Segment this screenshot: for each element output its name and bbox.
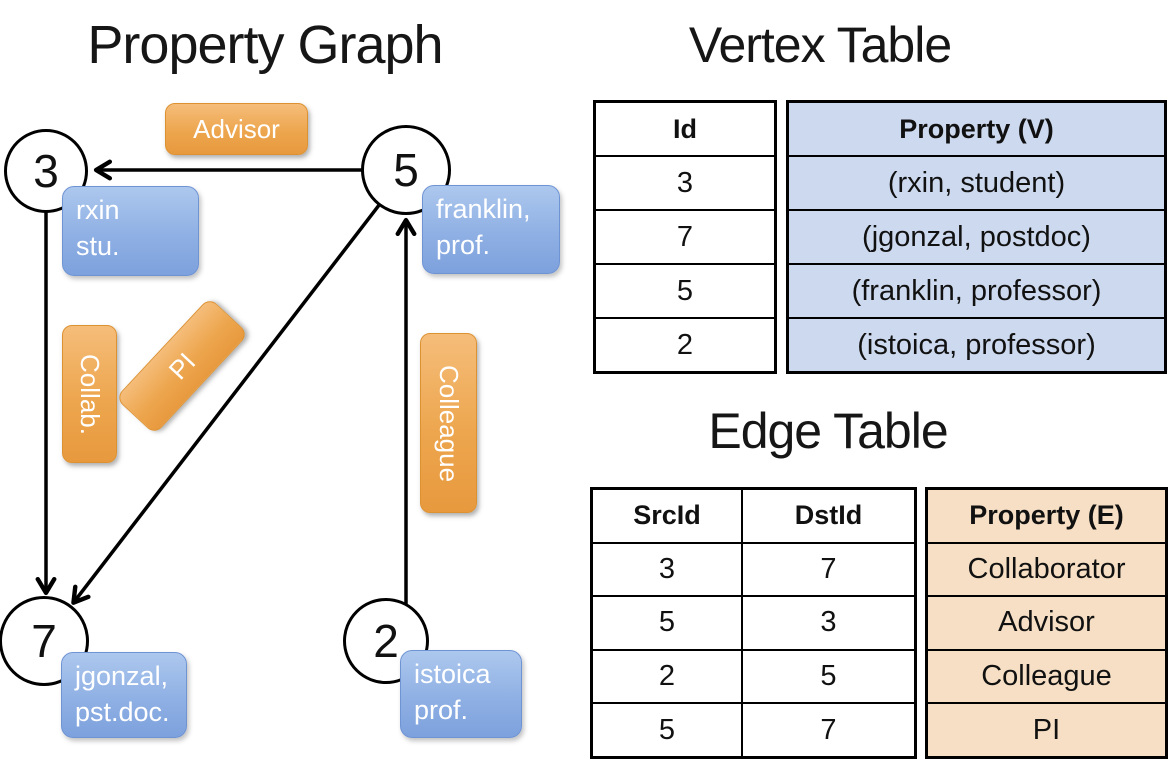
edge-dstid-cell: 3 bbox=[741, 597, 914, 649]
edge-table-property-column: Property (E) Collaborator Advisor Collea… bbox=[925, 487, 1168, 759]
node-property-box-2: istoica prof. bbox=[400, 650, 522, 738]
table-row: (jgonzal, postdoc) bbox=[789, 209, 1164, 263]
edge-property-cell: Collaborator bbox=[928, 543, 1165, 596]
table-row: 7 bbox=[596, 209, 774, 263]
table-row: 3 7 bbox=[593, 541, 914, 596]
edge-property-cell: PI bbox=[928, 704, 1165, 756]
edge-srcid-cell: 3 bbox=[658, 552, 676, 585]
vertex-property-cell: (rxin, student) bbox=[789, 157, 1164, 209]
table-row: 2 bbox=[596, 317, 774, 371]
edge-5-to-7 bbox=[71, 168, 408, 605]
edge-table-title: Edge Table bbox=[708, 403, 948, 459]
edge-dstid-cell: 5 bbox=[741, 650, 914, 703]
edge-label-text: Advisor bbox=[193, 113, 280, 144]
vertex-id-cell: 7 bbox=[676, 220, 694, 253]
property-line: prof. bbox=[436, 229, 491, 260]
edge-property-cell: Colleague bbox=[928, 650, 1165, 703]
vertex-id-cell: 5 bbox=[676, 274, 694, 307]
vertex-table-title: Vertex Table bbox=[688, 17, 952, 73]
edge-srcid-cell: 2 bbox=[658, 660, 676, 693]
edge-table-id-columns: SrcId DstId 3 7 5 3 2 5 5 7 bbox=[590, 487, 917, 759]
edge-srcid-cell: 5 bbox=[658, 713, 676, 746]
table-row: PI bbox=[928, 702, 1165, 756]
edge-label-text: Colleague bbox=[434, 364, 464, 482]
edge-label-colleague: Colleague bbox=[420, 333, 477, 513]
property-graph-title: Property Graph bbox=[87, 15, 443, 75]
node-id: 5 bbox=[393, 144, 419, 196]
node-id: 2 bbox=[373, 615, 399, 667]
table-row: Collaborator bbox=[928, 541, 1165, 596]
table-row: (franklin, professor) bbox=[789, 263, 1164, 317]
edge-dstid-cell: 7 bbox=[741, 704, 914, 756]
node-id: 7 bbox=[31, 615, 57, 667]
property-line: istoica bbox=[414, 659, 491, 689]
edge-label-advisor: Advisor bbox=[165, 103, 308, 155]
column-header-dstid: DstId bbox=[741, 490, 914, 542]
table-row: (istoica, professor) bbox=[789, 317, 1164, 371]
column-header-property-v: Property (V) bbox=[789, 103, 1164, 155]
property-line: pst.doc. bbox=[75, 696, 170, 727]
edge-label-collab: Collab. bbox=[62, 325, 117, 463]
edge-dstid-cell: 7 bbox=[741, 543, 914, 596]
edge-srcid-cell: 5 bbox=[658, 606, 676, 639]
vertex-property-cell: (jgonzal, postdoc) bbox=[789, 211, 1164, 263]
table-row: 5 3 bbox=[593, 595, 914, 649]
property-line: stu. bbox=[76, 230, 120, 261]
property-line: prof. bbox=[414, 694, 469, 725]
property-line: jgonzal, bbox=[75, 661, 169, 691]
vertex-id-cell: 2 bbox=[676, 328, 694, 361]
table-row: Colleague bbox=[928, 648, 1165, 703]
node-property-box-5: franklin, prof. bbox=[422, 185, 560, 274]
table-row: 2 5 bbox=[593, 648, 914, 703]
property-line: franklin, bbox=[436, 194, 531, 224]
vertex-table: Id 3 7 5 2 Property (V) (rxin, student) … bbox=[593, 100, 1167, 374]
column-header-id: Id bbox=[673, 113, 697, 144]
node-property-box-7: jgonzal, pst.doc. bbox=[61, 652, 187, 738]
table-row: 5 bbox=[596, 263, 774, 317]
table-row: 3 bbox=[596, 155, 774, 209]
vertex-property-cell: (istoica, professor) bbox=[789, 319, 1164, 371]
property-line: rxin bbox=[76, 195, 120, 225]
node-id: 3 bbox=[33, 145, 59, 197]
node-property-box-3: rxin stu. bbox=[62, 186, 199, 276]
edge-label-text: Collab. bbox=[75, 353, 105, 435]
edge-label-text: PI bbox=[162, 346, 201, 385]
vertex-table-property-column: Property (V) (rxin, student) (jgonzal, p… bbox=[786, 100, 1167, 374]
edge-table: SrcId DstId 3 7 5 3 2 5 5 7 Property (E)… bbox=[590, 487, 1168, 759]
vertex-property-cell: (franklin, professor) bbox=[789, 265, 1164, 317]
table-row: 5 7 bbox=[593, 702, 914, 756]
edge-property-cell: Advisor bbox=[928, 597, 1165, 649]
vertex-table-id-column: Id 3 7 5 2 bbox=[593, 100, 777, 374]
graph-node-3: 3 bbox=[4, 129, 88, 213]
column-header-property-e: Property (E) bbox=[928, 490, 1165, 542]
column-header-srcid: SrcId bbox=[633, 500, 701, 531]
table-row: (rxin, student) bbox=[789, 155, 1164, 209]
vertex-id-cell: 3 bbox=[676, 166, 694, 199]
table-row: Advisor bbox=[928, 595, 1165, 649]
